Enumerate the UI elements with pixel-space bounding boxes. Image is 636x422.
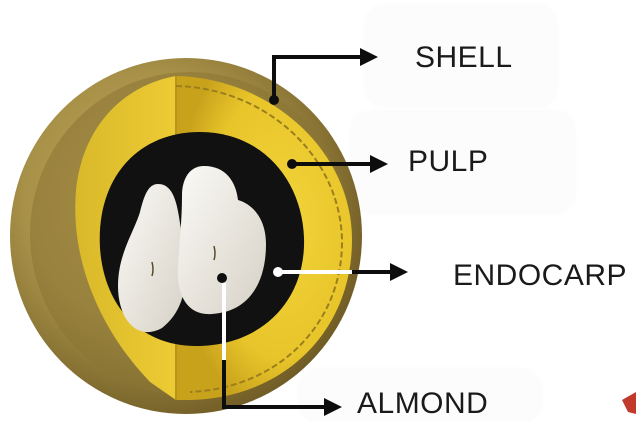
almond-pointer-dot: [217, 273, 227, 283]
label-almond: ALMOND: [357, 389, 488, 419]
endocarp-arrowhead: [390, 263, 408, 281]
shell-arrowhead: [360, 48, 378, 66]
label-endocarp: ENDOCARP: [453, 261, 627, 291]
label-shell: SHELL: [415, 43, 513, 73]
label-pulp: PULP: [408, 147, 488, 177]
almond-arrowhead: [324, 398, 342, 416]
pulp-arrowhead: [370, 155, 388, 173]
corner-mark-icon: [622, 392, 636, 414]
